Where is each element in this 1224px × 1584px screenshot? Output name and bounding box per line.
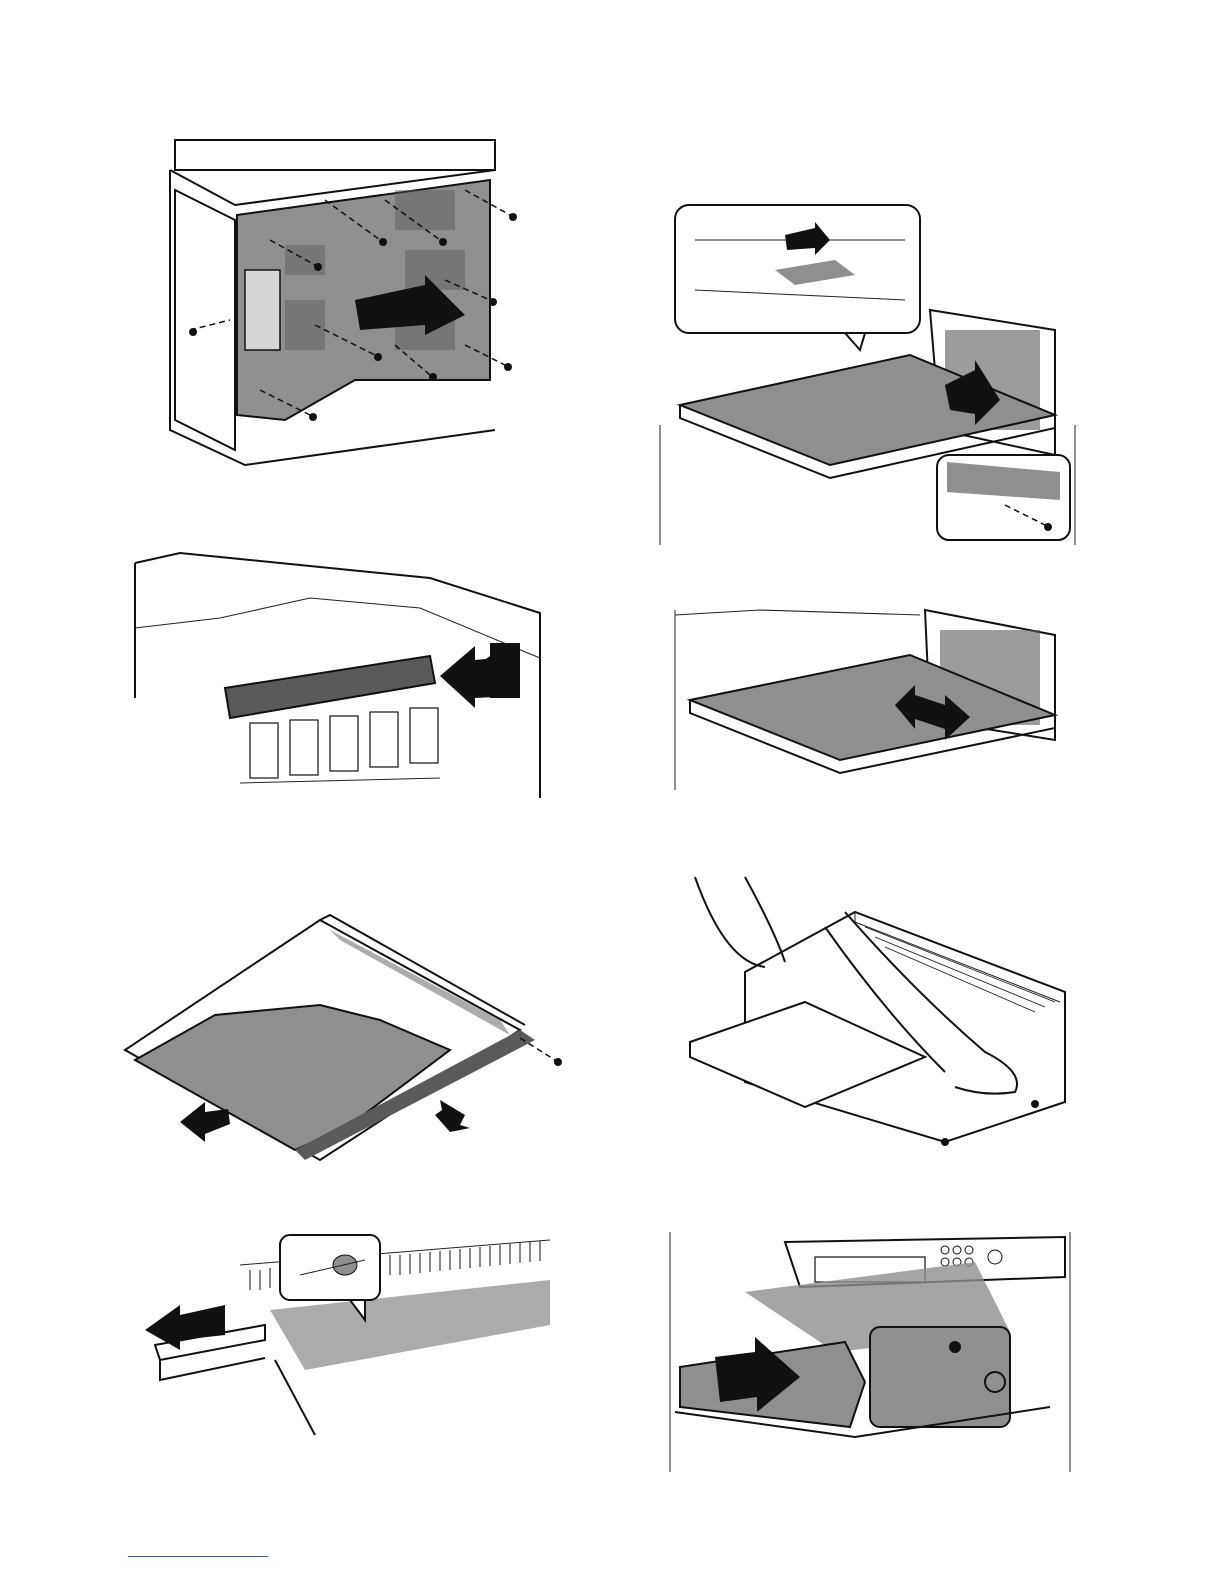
figure-paper-tray-removal: [120, 910, 580, 1165]
screw-icon: [1044, 523, 1052, 531]
upper-bracket-illustration: [130, 548, 550, 808]
callout-top: [280, 1235, 380, 1300]
arrow-pull-icon: [435, 1100, 470, 1132]
rail-callout-illustration: [140, 1230, 550, 1440]
unit-lifted-illustration: [685, 872, 1070, 1152]
bracket-part: [225, 656, 435, 718]
unit-insert-illustration: [665, 1232, 1077, 1472]
screw-icon: [554, 1058, 562, 1066]
unit-front: [870, 1327, 1010, 1427]
figure-upper-bracket: [130, 548, 550, 808]
rear-cover-illustration: [165, 130, 535, 470]
figure-tray-slide-bidirectional: [660, 605, 1080, 790]
footer-link-underline[interactable]: [128, 1556, 268, 1557]
paper-tray-removal-illustration: [120, 910, 580, 1165]
figure-tray-slide-in: [655, 200, 1085, 545]
figure-rear-cover: [165, 130, 535, 470]
figure-rail-callout: [140, 1230, 550, 1440]
figure-unit-lifted: [685, 872, 1070, 1152]
figure-unit-insert: [665, 1232, 1077, 1472]
tray-slide-in-illustration: [655, 200, 1085, 545]
tray-bidirectional-illustration: [660, 605, 1080, 790]
